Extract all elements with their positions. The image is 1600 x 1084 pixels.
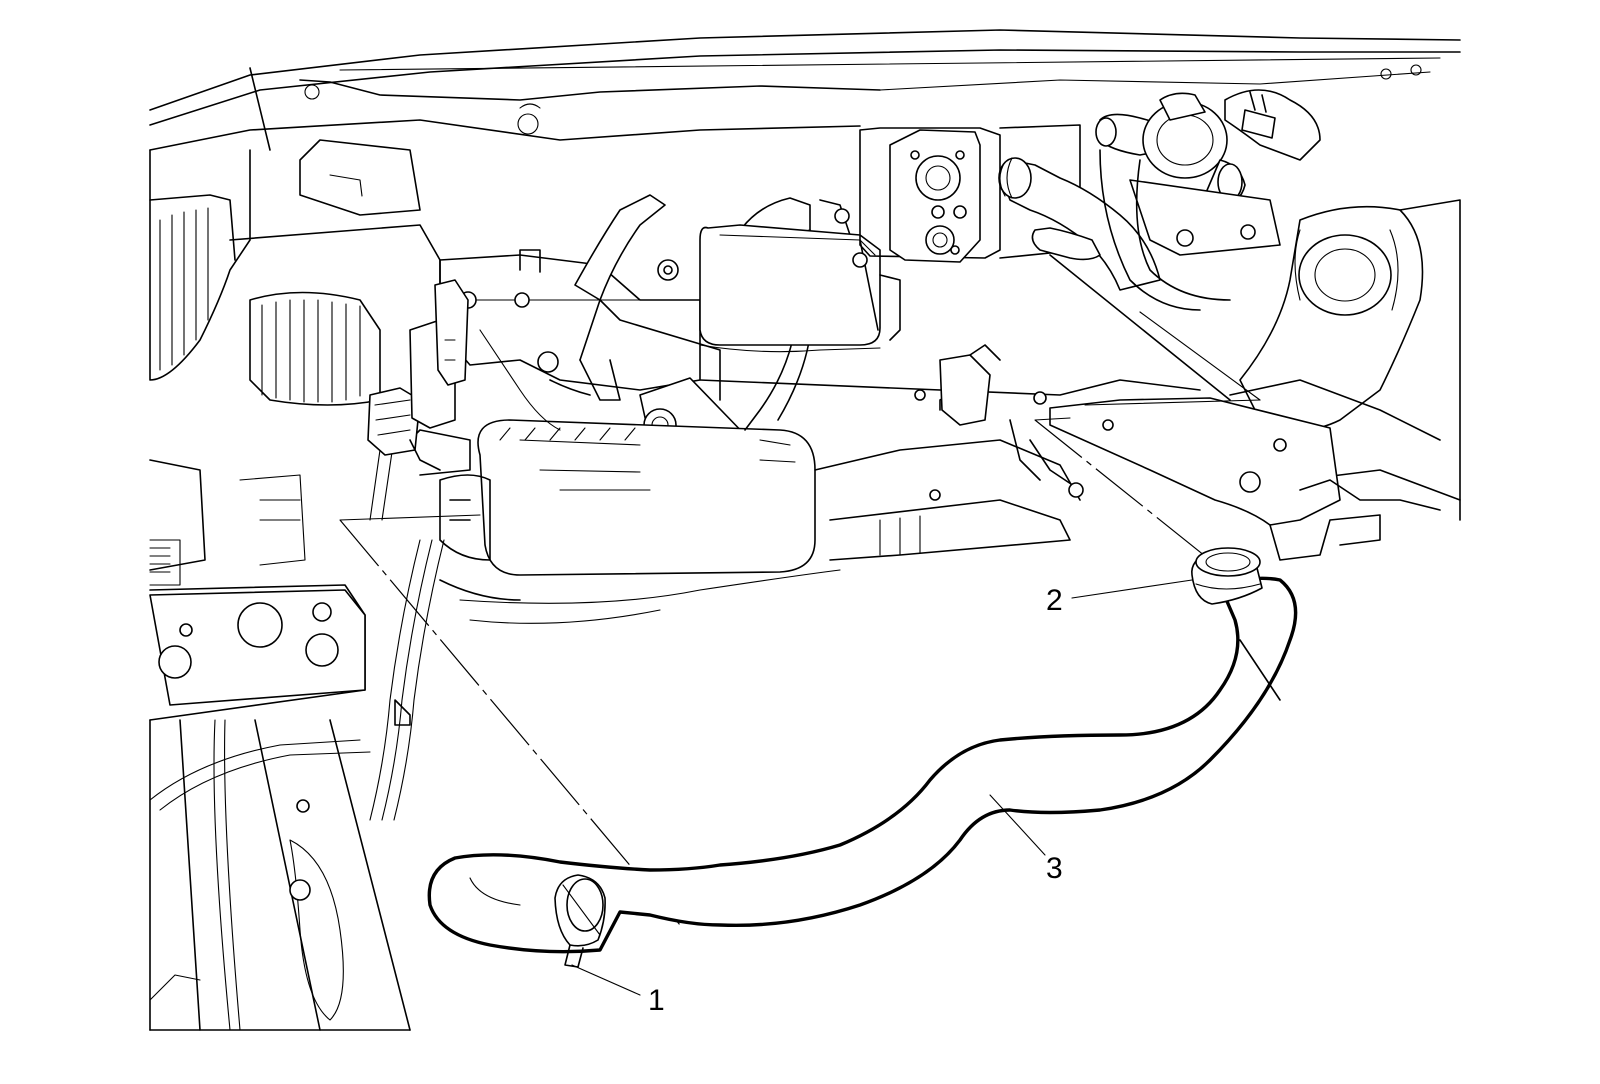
lower-cross-member — [439, 344, 1201, 624]
actuator-connectors — [367, 279, 561, 471]
evaporator-housing — [399, 419, 816, 576]
upper-heater-hose — [998, 157, 1231, 401]
detail-boundary-lines — [339, 311, 1261, 926]
hvac-module-tray — [439, 249, 721, 401]
quick-connect-fitting — [1191, 547, 1263, 605]
right-strut-tower — [1229, 199, 1461, 521]
heater-outlet-hose — [427, 576, 1298, 954]
ac-port-plate — [859, 124, 1081, 263]
hose-clamp — [554, 874, 606, 968]
reservoir-box — [699, 224, 901, 353]
left-frame-rail — [149, 459, 411, 1031]
right-frame-bracket — [1049, 397, 1441, 561]
left-strut-tower — [149, 139, 441, 406]
callout-3: 3 — [1046, 852, 1063, 885]
callout-1: 1 — [648, 984, 665, 1017]
callout-leaders — [571, 579, 1193, 996]
wiring-harness-left — [369, 399, 445, 821]
cowl-panel — [149, 29, 1461, 151]
water-valve-assembly — [1095, 89, 1321, 311]
callout-2: 2 — [1046, 584, 1063, 617]
